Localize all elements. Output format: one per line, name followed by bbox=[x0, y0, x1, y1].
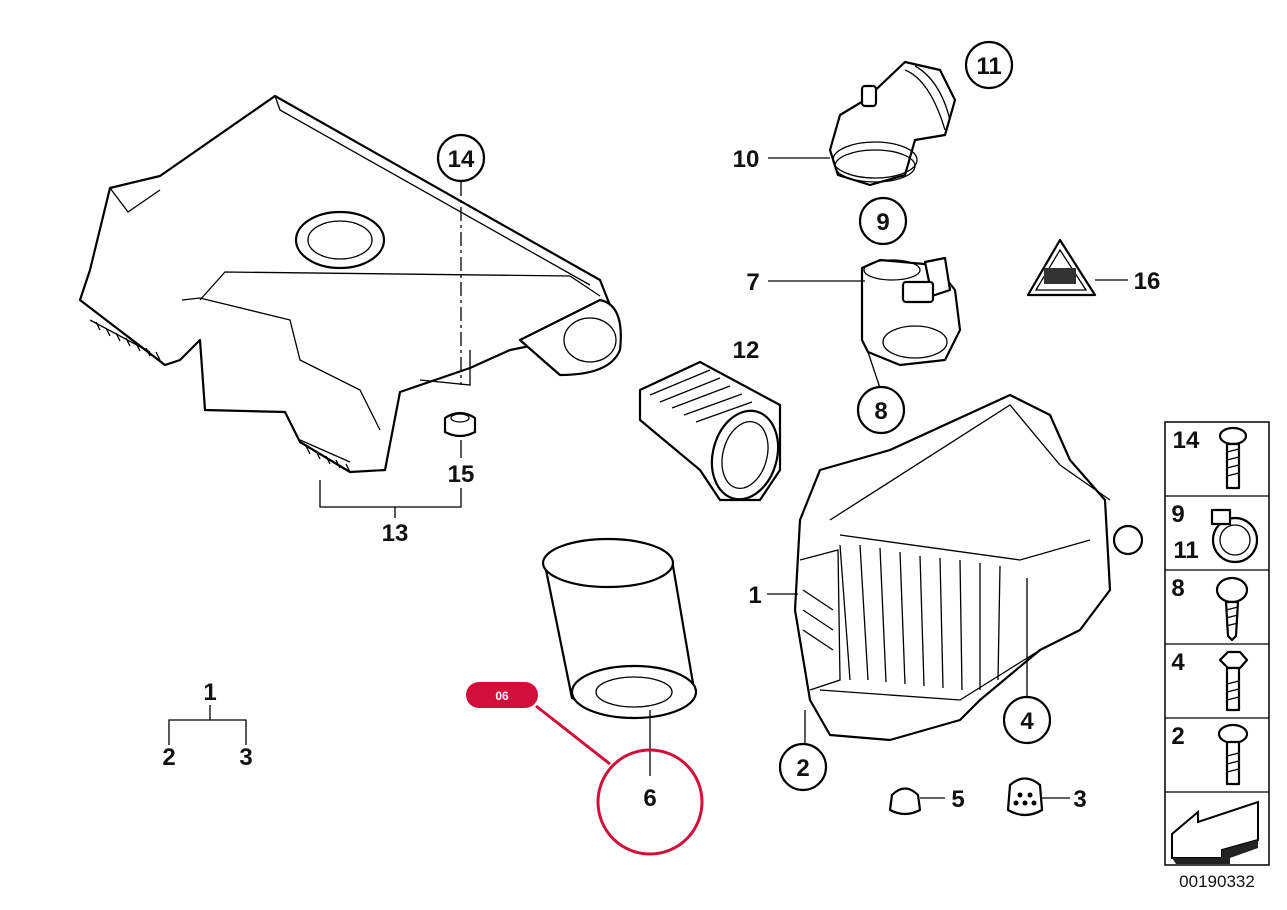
callout-4[interactable]: 4 bbox=[1002, 695, 1052, 745]
highlight-badge[interactable]: 06 bbox=[466, 682, 538, 708]
highlight-badge-text: 06 bbox=[495, 689, 509, 703]
callout-8-text: 8 bbox=[874, 398, 887, 425]
callout-11[interactable]: 11 bbox=[964, 40, 1014, 90]
panel-label-14: 14 bbox=[1173, 427, 1200, 454]
part-1-air-filter-housing[interactable] bbox=[793, 393, 1144, 742]
label-15: 15 bbox=[448, 461, 475, 488]
part-6-air-filter[interactable] bbox=[541, 537, 698, 720]
part-5-cap[interactable] bbox=[888, 787, 922, 816]
label-12: 12 bbox=[733, 337, 760, 364]
panel-row-8[interactable]: 8 bbox=[1171, 575, 1249, 642]
label-13: 13 bbox=[382, 520, 409, 547]
hardware-panel bbox=[1164, 421, 1270, 866]
panel-label-4: 4 bbox=[1171, 649, 1185, 676]
panel-label-11: 11 bbox=[1173, 537, 1198, 564]
label-1-group: 1 bbox=[203, 679, 216, 706]
callout-11-text: 11 bbox=[976, 53, 1001, 80]
label-3-grommet: 3 bbox=[1073, 786, 1086, 813]
part-16-warning-label[interactable] bbox=[1026, 238, 1097, 297]
label-2-group: 2 bbox=[162, 744, 175, 771]
panel-label-8: 8 bbox=[1171, 575, 1184, 602]
label-3-group: 3 bbox=[239, 744, 252, 771]
callout-2[interactable]: 2 bbox=[778, 742, 828, 792]
drawing-number: 00190332 bbox=[1179, 872, 1255, 891]
callout-9-text: 9 bbox=[876, 209, 889, 236]
panel-row-4[interactable]: 4 bbox=[1171, 649, 1249, 712]
panel-row-arrow bbox=[1171, 800, 1259, 864]
label-16: 16 bbox=[1134, 268, 1161, 295]
part-7-air-mass-meter[interactable] bbox=[860, 256, 962, 367]
leader-lines bbox=[168, 157, 1128, 799]
callout-14[interactable]: 14 bbox=[436, 133, 486, 183]
label-1-housing: 1 bbox=[748, 582, 761, 609]
panel-row-2[interactable]: 2 bbox=[1171, 723, 1249, 786]
part-10-intake-elbow[interactable] bbox=[828, 60, 957, 187]
callout-8[interactable]: 8 bbox=[856, 385, 906, 435]
label-5: 5 bbox=[951, 786, 964, 813]
part-12-intake-boot[interactable] bbox=[638, 360, 788, 507]
part-15-grommet[interactable] bbox=[443, 411, 477, 438]
callout-4-text: 4 bbox=[1020, 708, 1034, 735]
callout-6-text: 6 bbox=[643, 785, 656, 812]
panel-label-9: 9 bbox=[1171, 501, 1184, 528]
highlight-connector bbox=[535, 704, 611, 766]
panel-label-2: 2 bbox=[1171, 723, 1184, 750]
panel-row-9-11[interactable]: 9 11 bbox=[1171, 501, 1259, 564]
callout-2-text: 2 bbox=[796, 755, 809, 782]
part-3-grommet[interactable] bbox=[1006, 777, 1044, 817]
part-13-intake-cover[interactable] bbox=[78, 94, 622, 474]
callout-14-text: 14 bbox=[448, 146, 475, 173]
label-7: 7 bbox=[746, 269, 759, 296]
panel-row-14[interactable]: 14 bbox=[1173, 426, 1248, 490]
callout-6-highlighted[interactable]: 6 bbox=[596, 748, 704, 856]
callout-9[interactable]: 9 bbox=[858, 196, 908, 246]
label-10: 10 bbox=[733, 146, 760, 173]
